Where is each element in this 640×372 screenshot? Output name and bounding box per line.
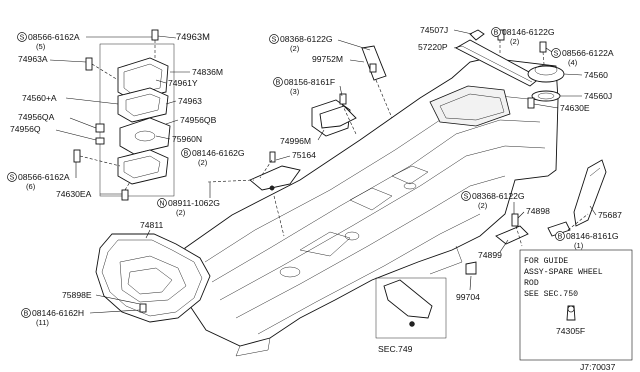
- part-74811-label: 74811: [140, 220, 163, 230]
- note-line-2: ASSY-SPARE WHEEL: [524, 268, 603, 277]
- part-08156-8161f-label: 08156-8161F: [284, 77, 335, 87]
- floor-pan: [184, 57, 559, 357]
- bolt-symbol: [555, 231, 565, 241]
- part-08911-1062g-label: 08911-1062G: [168, 198, 220, 208]
- part-08566-6162a-label: 08566-6162A: [28, 32, 80, 42]
- part-74899-label: 74899: [478, 250, 502, 260]
- diagram-id: J7:70037: [580, 362, 616, 372]
- note-line-4: SEE SEC.750: [524, 290, 578, 299]
- bolt-symbol: [491, 27, 501, 37]
- part-08566-6122a-label: 08566-6122A: [562, 48, 614, 58]
- part-08146-6162h-qty: (11): [36, 318, 49, 327]
- bolt-symbol-letter: B: [24, 311, 29, 318]
- part-75898e-label: 75898E: [62, 290, 92, 300]
- bolt-symbol: [21, 308, 31, 318]
- note-line-1: FOR GUIDE: [524, 257, 568, 266]
- part-08146-8161g-label: 08146-8161G: [566, 231, 619, 241]
- part-74956qb-label: 74956QB: [180, 115, 217, 125]
- part-08146-6122g-qty: (2): [510, 37, 520, 46]
- part-74560a-label: 74560+A: [22, 93, 57, 103]
- bolt-symbol-letter: B: [184, 151, 189, 158]
- screw-symbol: [7, 172, 17, 182]
- part-74956qa-label: 74956QA: [18, 112, 55, 122]
- right-bottom-parts: [375, 159, 607, 339]
- bolt-symbol: [273, 77, 283, 87]
- spare-wheel-note-box: FOR GUIDE ASSY-SPARE WHEEL ROD SEE SEC.7…: [519, 249, 633, 361]
- part-74898-label: 74898: [526, 206, 550, 216]
- sec-749-label: SEC.749: [378, 344, 413, 354]
- part-08368-6122g-right-qty: (2): [478, 201, 488, 210]
- bolt-symbol-letter: B: [558, 234, 563, 241]
- part-74963a-label: 74963A: [18, 54, 48, 64]
- part-08566-6162a-left-qty: (6): [26, 182, 36, 191]
- screw-symbol: [551, 48, 561, 58]
- part-74630e-label: 74630E: [560, 103, 590, 113]
- part-08566-6162a-left-label: 08566-6162A: [18, 172, 70, 182]
- screw-symbol: [17, 32, 27, 42]
- screw-symbol-letter: S: [272, 37, 277, 44]
- part-08368-6122g-qty: (2): [290, 44, 300, 53]
- screw-symbol-letter: S: [464, 194, 469, 201]
- part-74560j-label: 74560J: [584, 91, 612, 101]
- part-75960n-label: 75960N: [172, 134, 202, 144]
- part-99704-label: 99704: [456, 292, 480, 302]
- screw-symbol-letter: S: [554, 51, 559, 58]
- tray-74811: [95, 233, 211, 323]
- screw-symbol-letter: S: [20, 35, 25, 42]
- part-74630ea-label: 74630EA: [56, 189, 92, 199]
- part-08911-1062g-qty: (2): [176, 208, 186, 217]
- note-line-3: ROD: [524, 279, 539, 288]
- center-brackets: [207, 45, 393, 237]
- part-08368-6122g-right-label: 08368-6122G: [472, 191, 525, 201]
- nut-symbol: [157, 198, 167, 208]
- left-parts-stack: [73, 29, 175, 201]
- part-74956q-label: 74956Q: [10, 124, 41, 134]
- part-99752m-label: 99752M: [312, 54, 343, 64]
- part-08368-6122g-label: 08368-6122G: [280, 34, 333, 44]
- part-74961y-label: 74961Y: [168, 78, 198, 88]
- part-74963m-label: 74963M: [176, 31, 210, 42]
- bolt-symbol: [181, 148, 191, 158]
- part-08566-6122a-qty: (4): [568, 58, 578, 67]
- part-08156-8161f-qty: (3): [290, 87, 300, 96]
- part-08566-6162a-qty: (5): [36, 42, 46, 51]
- part-74963-label: 74963: [178, 96, 202, 106]
- screw-symbol: [269, 34, 279, 44]
- part-74507j-label: 74507J: [420, 25, 448, 35]
- part-08146-6162g-label: 08146-6162G: [192, 148, 245, 158]
- part-74836m-label: 74836M: [192, 67, 223, 77]
- part-08146-6122g-label: 08146-6122G: [502, 27, 555, 37]
- part-57220p-label: 57220P: [418, 42, 448, 52]
- right-top-parts: [455, 29, 565, 109]
- nut-symbol-letter: N: [159, 201, 164, 208]
- part-74996m-label: 74996M: [280, 136, 311, 146]
- screw-symbol-letter: S: [10, 175, 15, 182]
- bolt-symbol-letter: B: [276, 80, 281, 87]
- part-74305f-label: 74305F: [556, 326, 585, 336]
- part-74560-label: 74560: [584, 70, 608, 80]
- screw-symbol: [461, 191, 471, 201]
- part-75687-label: 75687: [598, 210, 622, 220]
- part-08146-6162h-label: 08146-6162H: [32, 308, 84, 318]
- part-75164-label: 75164: [292, 150, 316, 160]
- part-08146-6162g-qty: (2): [198, 158, 208, 167]
- bolt-symbol-letter: B: [494, 30, 499, 37]
- labels: S 08566-6162A (5) 74963A 74963M 74836M 7…: [7, 25, 622, 372]
- part-08146-8161g-qty: (1): [574, 241, 584, 250]
